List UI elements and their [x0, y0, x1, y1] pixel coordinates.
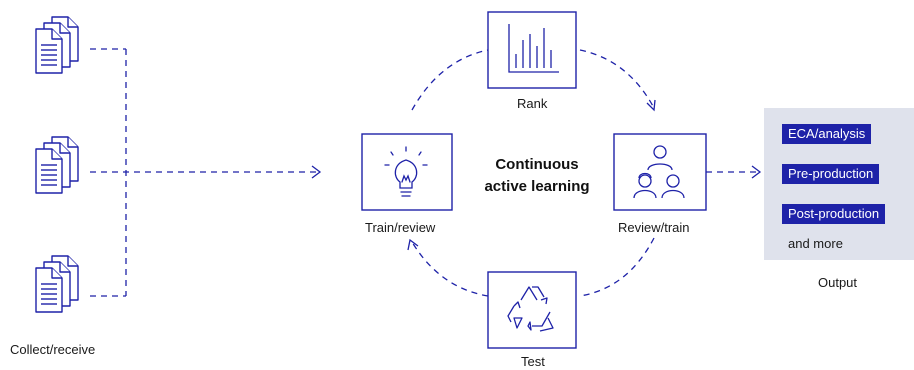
document-stack-icon [35, 255, 79, 313]
train-review-label: Train/review [365, 220, 436, 235]
train-review-node [361, 133, 453, 211]
collect-receive-label: Collect/receive [10, 342, 96, 357]
output-more-label: and more [788, 236, 843, 251]
review-train-label: Review/train [618, 220, 690, 235]
document-stack-icon [35, 16, 79, 74]
recycle-icon [507, 286, 554, 332]
review-train-node [613, 133, 707, 211]
arrowhead [646, 99, 656, 112]
lightbulb-icon [384, 146, 428, 197]
center-title: Continuous active learning [452, 154, 622, 198]
arrowhead [751, 165, 762, 179]
output-item-pre-production: Pre-production [782, 164, 880, 184]
output-label: Output [818, 275, 858, 290]
arrowhead [407, 238, 419, 251]
center-title-line2: active learning [484, 178, 590, 195]
center-title-line1: Continuous [495, 156, 579, 173]
collect-connector [90, 48, 318, 297]
cycle-arcs [411, 49, 655, 297]
test-node [487, 271, 577, 349]
rank-label: Rank [517, 96, 548, 111]
output-item-eca-analysis: ECA/analysis [782, 124, 872, 144]
rank-node [487, 11, 577, 89]
people-icon [633, 145, 685, 199]
document-stack-icon [35, 136, 79, 194]
arrowhead [311, 165, 322, 179]
test-label: Test [521, 354, 545, 369]
output-item-post-production: Post-production [782, 204, 886, 224]
bar-chart-icon [508, 24, 559, 73]
